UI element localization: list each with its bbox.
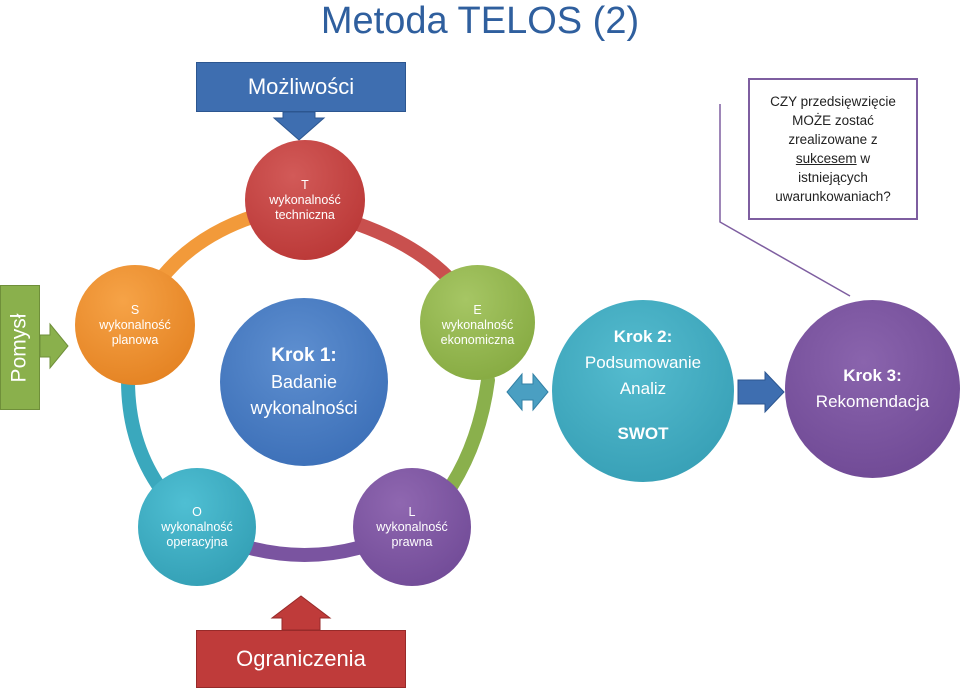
schedule-feasibility-node: S wykonalność planowa <box>75 265 195 385</box>
node-label: wykonalność <box>269 192 341 207</box>
node-letter: S <box>130 302 140 317</box>
step2-label: Podsumowanie <box>584 353 702 372</box>
question-line: CZY przedsięwzięcie <box>770 94 896 109</box>
step1-title: Krok 1: <box>271 345 337 366</box>
node-letter: E <box>473 303 482 317</box>
question-emphasis: sukcesem <box>795 151 857 166</box>
question-line-rest: w <box>856 151 871 166</box>
step2-swot: SWOT <box>617 424 669 443</box>
page-title: Metoda TELOS (2) <box>320 0 640 42</box>
operational-feasibility-node: O wykonalność operacyjna <box>138 468 256 586</box>
step-arrow-icon <box>737 370 785 414</box>
step2-title: Krok 2: <box>613 327 673 346</box>
down-arrow-icon <box>272 111 326 141</box>
step1-label: wykonalności <box>250 398 358 418</box>
node-letter: L <box>408 504 416 519</box>
ring-arc-teal <box>121 373 165 492</box>
question-line: zrealizowane z <box>788 132 878 147</box>
node-label: prawna <box>391 534 433 549</box>
question-line: uwarunkowaniach? <box>775 189 891 204</box>
ring-arc-purple <box>243 541 365 562</box>
node-label: wykonalność <box>376 519 448 534</box>
constraints-box: Ograniczenia <box>196 630 406 688</box>
idea-box <box>0 285 40 410</box>
ring-arc-green <box>445 373 495 492</box>
legal-feasibility-node: L wykonalność prawna <box>353 468 471 586</box>
callout-connector <box>719 104 851 297</box>
node-label: techniczna <box>275 207 335 222</box>
up-arrow-icon <box>270 595 332 631</box>
step3-title: Krok 3: <box>843 366 902 385</box>
technical-feasibility-node: T wykonalność techniczna <box>245 140 365 260</box>
question-line: MOŻE zostać <box>792 113 874 128</box>
idea-label: Pomysł <box>7 313 31 383</box>
opportunities-box: Możliwości <box>196 62 406 112</box>
question-line: sukcesem w <box>796 149 870 168</box>
node-label: planowa <box>111 332 159 347</box>
double-arrow-icon <box>506 372 549 412</box>
step1-label: Badanie <box>270 372 338 392</box>
question-callout: CZY przedsięwzięcie MOŻE zostać zrealizo… <box>748 78 918 220</box>
node-label: ekonomiczna <box>440 333 515 347</box>
node-label: operacyjna <box>166 534 228 549</box>
step2-label: Analiz <box>619 379 667 398</box>
step3-node: Krok 3: Rekomendacja <box>785 300 960 478</box>
node-letter: O <box>192 504 202 519</box>
node-label: wykonalność <box>161 519 233 534</box>
question-line: istniejących <box>798 170 868 185</box>
node-label: wykonalność <box>441 318 514 332</box>
step2-node: Krok 2: Podsumowanie Analiz SWOT <box>552 300 734 482</box>
node-label: wykonalność <box>99 317 171 332</box>
economic-feasibility-node: E wykonalność ekonomiczna <box>420 265 535 380</box>
step1-node: Krok 1: Badanie wykonalności <box>220 298 388 466</box>
ring-arc-red <box>345 215 462 292</box>
ring-arc-orange <box>153 208 265 287</box>
node-letter: T <box>301 177 309 192</box>
pomysl-arrow-icon <box>39 322 69 370</box>
step3-label: Rekomendacja <box>815 392 930 411</box>
